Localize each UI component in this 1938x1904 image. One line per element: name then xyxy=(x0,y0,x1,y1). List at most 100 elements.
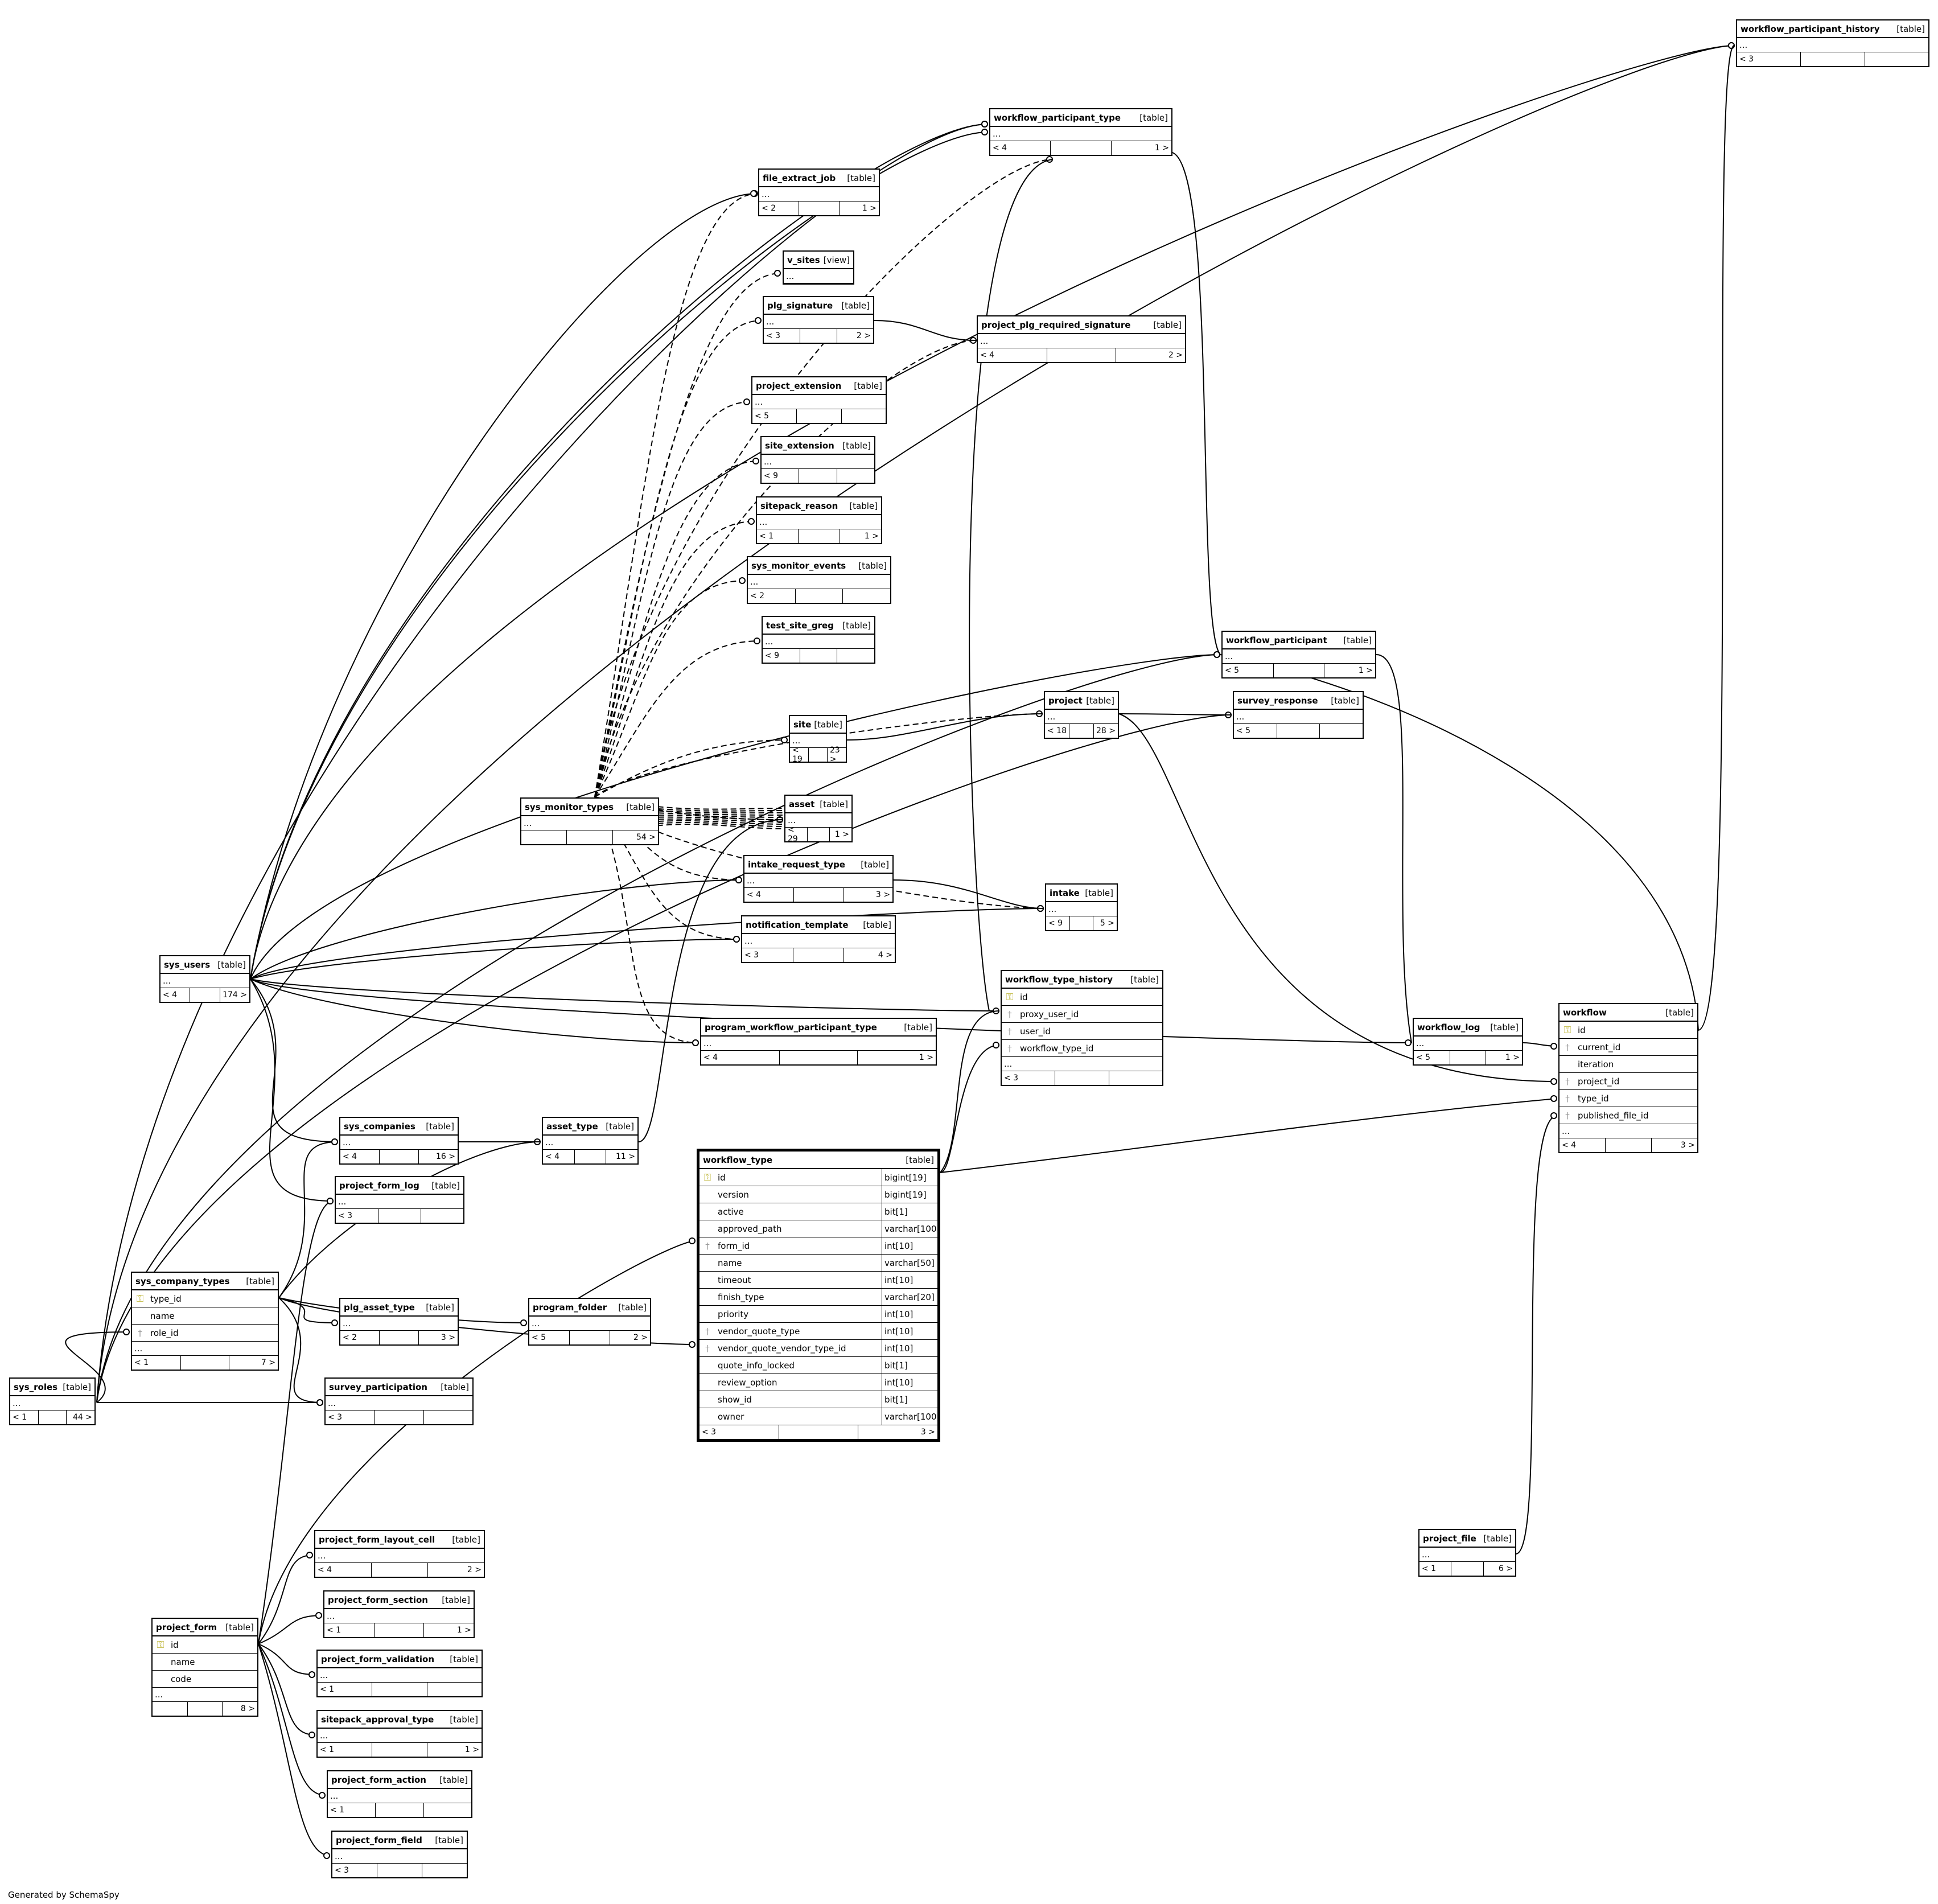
table-project-plg-required-signature[interactable]: project_plg_required_signature[table]...… xyxy=(977,315,1186,363)
table-workflow-participant-history[interactable]: workflow_participant_history[table]...< … xyxy=(1736,19,1929,67)
children-count[interactable]: 1 > xyxy=(1110,141,1171,155)
parents-count[interactable]: < 3 xyxy=(1004,1074,1019,1083)
children-count[interactable]: 44 > xyxy=(66,1410,94,1424)
children-count[interactable] xyxy=(836,469,874,483)
children-count[interactable] xyxy=(1864,52,1928,66)
parents-count[interactable]: < 29 xyxy=(788,825,798,844)
table-test-site-greg[interactable]: test_site_greg[table]...< 9 xyxy=(762,616,875,664)
parents-count[interactable]: < 4 xyxy=(993,143,1007,153)
children-count[interactable]: 1 > xyxy=(1486,1051,1522,1064)
parents-count[interactable]: < 5 xyxy=(532,1333,546,1342)
parents-count[interactable]: < 1 xyxy=(320,1745,335,1754)
parents-count[interactable]: < 3 xyxy=(335,1866,349,1875)
table-survey-response[interactable]: survey_response[table]...< 5 xyxy=(1233,691,1364,739)
table-project-form-action[interactable]: project_form_action[table]...< 1 xyxy=(327,1770,472,1818)
table-workflow-type-history[interactable]: workflow_type_history[table]⚿id†proxy_us… xyxy=(1001,970,1163,1086)
parents-count[interactable]: < 18 xyxy=(1047,726,1067,735)
children-count[interactable] xyxy=(841,409,886,423)
parents-count[interactable]: < 9 xyxy=(1048,919,1063,928)
children-count[interactable]: 1 > xyxy=(423,1623,474,1637)
children-count[interactable]: 1 > xyxy=(426,1743,482,1757)
children-count[interactable] xyxy=(842,589,890,603)
parents-count[interactable]: < 4 xyxy=(747,890,762,899)
parents-count[interactable]: < 5 xyxy=(1236,726,1251,735)
table-sys-monitor-events[interactable]: sys_monitor_events[table]...< 2 xyxy=(747,556,891,604)
children-count[interactable]: 1 > xyxy=(857,1051,936,1064)
parents-count[interactable]: < 4 xyxy=(318,1565,332,1574)
parents-count[interactable]: < 2 xyxy=(750,591,765,601)
parents-count[interactable]: < 1 xyxy=(13,1413,27,1422)
children-count[interactable] xyxy=(1108,1071,1162,1085)
children-count[interactable]: 1 > xyxy=(1324,664,1375,677)
parents-count[interactable]: < 4 xyxy=(703,1053,718,1062)
children-count[interactable]: 2 > xyxy=(836,329,873,343)
parents-count[interactable]: < 1 xyxy=(327,1626,341,1635)
parents-count[interactable]: < 1 xyxy=(1422,1564,1437,1573)
parents-count[interactable]: < 9 xyxy=(764,471,779,480)
parents-count[interactable]: < 1 xyxy=(134,1358,149,1367)
children-count[interactable]: 2 > xyxy=(427,1563,484,1577)
children-count[interactable] xyxy=(837,649,874,663)
parents-count[interactable]: < 1 xyxy=(320,1685,335,1694)
children-count[interactable]: 174 > xyxy=(219,988,249,1002)
table-survey-participation[interactable]: survey_participation[table]...< 3 xyxy=(324,1377,474,1425)
children-count[interactable] xyxy=(1319,724,1363,738)
parents-count[interactable]: < 1 xyxy=(759,532,774,541)
parents-count[interactable]: < 4 xyxy=(980,351,995,360)
children-count[interactable] xyxy=(426,1683,482,1696)
parents-count[interactable]: < 1 xyxy=(330,1806,345,1815)
children-count[interactable]: 23 > xyxy=(827,746,846,764)
table-site-extension[interactable]: site_extension[table]...< 9 xyxy=(760,436,875,484)
children-count[interactable]: 3 > xyxy=(1651,1138,1697,1152)
children-count[interactable]: 1 > xyxy=(840,529,881,543)
children-count[interactable]: 4 > xyxy=(843,948,895,962)
parents-count[interactable]: < 5 xyxy=(755,412,770,421)
children-count[interactable]: 3 > xyxy=(843,888,892,902)
table-project-form-log[interactable]: project_form_log[table]...< 3 xyxy=(335,1176,464,1224)
children-count[interactable]: 2 > xyxy=(1116,348,1185,362)
table-project-form-field[interactable]: project_form_field[table]...< 3 xyxy=(331,1831,468,1878)
parents-count[interactable] xyxy=(521,830,566,844)
children-count[interactable]: 1 > xyxy=(838,201,879,215)
parents-count[interactable]: < 3 xyxy=(328,1413,343,1422)
table-project-extension[interactable]: project_extension[table]...< 5 xyxy=(751,376,887,424)
parents-count[interactable]: < 5 xyxy=(1416,1053,1431,1062)
table-program-workflow-participant-type[interactable]: program_workflow_participant_type[table]… xyxy=(700,1018,937,1066)
parents-count[interactable]: < 4 xyxy=(163,990,178,1000)
parents-count[interactable]: < 4 xyxy=(545,1152,560,1161)
children-count[interactable]: 11 > xyxy=(606,1150,637,1163)
children-count[interactable]: 8 > xyxy=(222,1702,257,1716)
parents-count[interactable]: < 3 xyxy=(766,331,781,340)
parents-count[interactable]: < 19 xyxy=(792,746,803,764)
parents-count[interactable] xyxy=(153,1702,187,1716)
parents-count[interactable]: < 9 xyxy=(765,651,780,660)
parents-count[interactable]: < 4 xyxy=(343,1152,357,1161)
parents-count[interactable]: < 2 xyxy=(343,1333,357,1342)
parents-count[interactable]: < 3 xyxy=(744,951,759,960)
parents-count[interactable]: < 3 xyxy=(338,1211,353,1220)
children-count[interactable]: 28 > xyxy=(1093,724,1118,738)
children-count[interactable] xyxy=(421,1209,463,1223)
parents-count[interactable]: < 3 xyxy=(1739,55,1754,64)
children-count[interactable]: 54 > xyxy=(612,830,658,844)
